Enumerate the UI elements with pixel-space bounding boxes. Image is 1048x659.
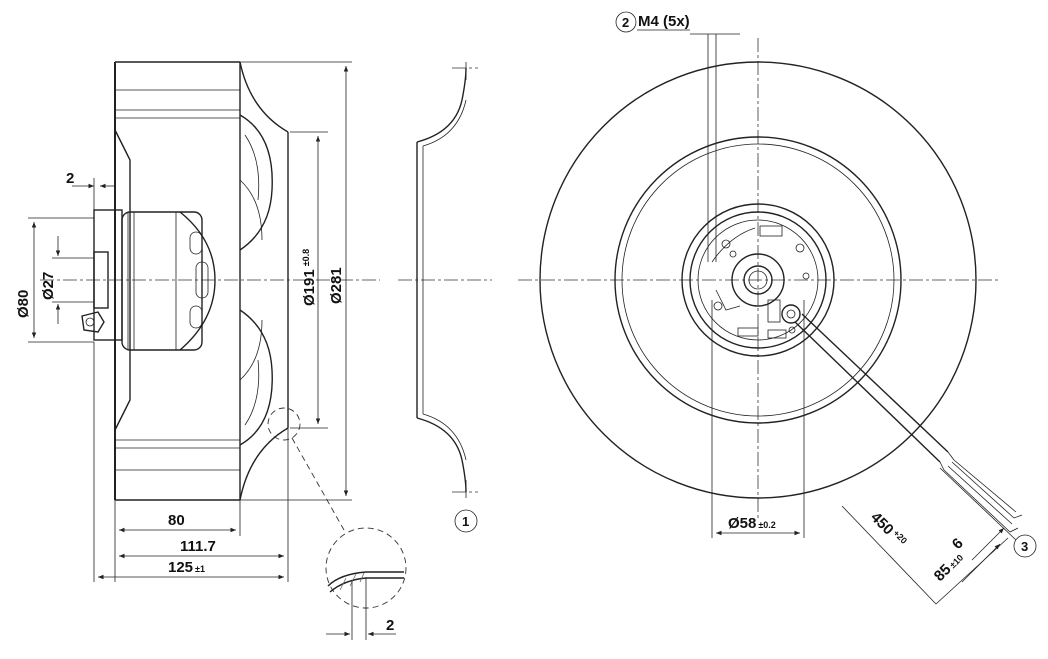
dim-strip-6: 6 <box>949 535 967 553</box>
inlet-ring-view: 1 <box>398 62 492 533</box>
dim-strip-85: 85±10 <box>931 549 967 585</box>
dim-dia-58: Ø58±0.2 <box>728 515 776 532</box>
outer-ring <box>539 61 977 499</box>
side-view: 2 Ø80 Ø27 Ø191±0.8 Ø281 80 111.7 <box>15 61 407 640</box>
dim-thread: M4 (5x) <box>638 13 690 30</box>
detail-view: 2 <box>325 527 407 640</box>
shaft-bore <box>743 265 773 295</box>
front-view: 2 M4 (5x) Ø58±0.2 450+20 6 85±10 3 <box>518 11 1037 605</box>
dim-gap-top: 2 <box>66 170 74 187</box>
callout-one: 1 <box>462 514 469 529</box>
motor-outline <box>681 203 835 357</box>
cable-gland <box>81 311 105 333</box>
dim-dia-80: Ø80 <box>15 290 32 318</box>
dim-len-111: 111.7 <box>180 538 216 555</box>
dim-dia-281: Ø281 <box>328 267 345 304</box>
dim-len-125: 125±1 <box>168 559 205 576</box>
dim-dia-27: Ø27 <box>40 272 57 300</box>
dim-gap-detail: 2 <box>386 617 394 634</box>
detail-marker <box>267 407 301 441</box>
dim-cable-450: 450+20 <box>867 509 909 551</box>
callout-two: 2 <box>622 15 629 30</box>
dim-len-80: 80 <box>168 512 185 529</box>
dim-dia-191: Ø191±0.8 <box>301 249 318 306</box>
impeller-ring <box>614 136 902 424</box>
callout-three: 3 <box>1021 539 1028 554</box>
motor-body <box>121 211 203 351</box>
